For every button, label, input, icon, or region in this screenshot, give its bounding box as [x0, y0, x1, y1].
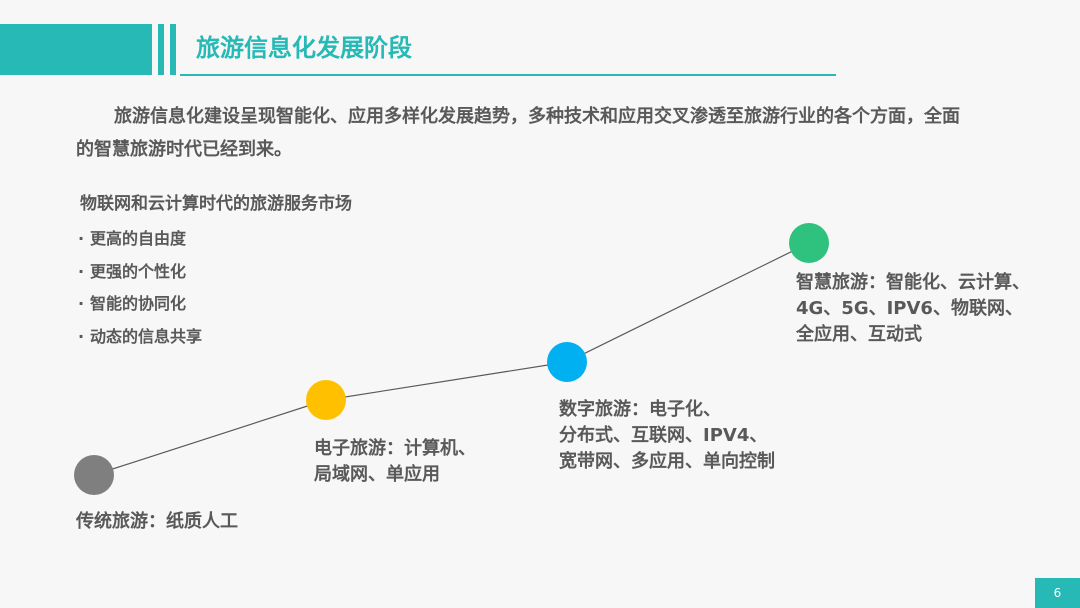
- feature-item: ·动态的信息共享: [78, 324, 202, 357]
- title-accent-bar: [0, 24, 152, 75]
- stage-label-digital: 数字旅游：电子化、 分布式、互联网、IPV4、 宽带网、多应用、单向控制: [559, 397, 775, 475]
- stage-label-line: 传统旅游：纸质人工: [76, 511, 238, 532]
- feature-item: · 更高的自由度: [78, 226, 202, 259]
- feature-list: ·更高的自由度 ·更强的个性化 ·智能的协同化 ·动态的信息共享: [78, 226, 202, 356]
- bullet-dot: ·: [78, 326, 85, 346]
- feature-item: ·更强的个性化: [78, 259, 202, 292]
- stage-label-line: 数字旅游：电子化、: [559, 399, 721, 420]
- feature-item: · 智能的协同化: [78, 291, 202, 324]
- stage-label-line: 智慧旅游：智能化、云计算、: [796, 272, 1030, 293]
- bullet-dot: ·: [78, 261, 85, 281]
- feature-label: 动态的信息共享: [90, 326, 203, 346]
- stage-label-line: 全应用、互动式: [796, 324, 922, 345]
- stage-label-line: 4G、5G、IPV6、物联网、: [796, 298, 1023, 319]
- title-stripe-2: [170, 24, 176, 75]
- feature-label: 更高的自由度: [90, 229, 187, 248]
- stage-label-smart: 智慧旅游：智能化、云计算、 4G、5G、IPV6、物联网、 全应用、互动式: [796, 270, 1030, 348]
- bullet-dot: ·: [78, 229, 85, 248]
- page-title: 旅游信息化发展阶段: [196, 34, 412, 62]
- title-stripe-1: [158, 24, 164, 75]
- bullet-dot: ·: [78, 294, 85, 313]
- feature-label: 智能的协同化: [90, 294, 187, 313]
- features-heading: 物联网和云计算时代的旅游服务市场: [80, 194, 352, 214]
- stage-label-line: 局域网、单应用: [314, 464, 440, 485]
- stage-label-line: 分布式、互联网、IPV4、: [559, 425, 768, 446]
- feature-label: 更强的个性化: [90, 261, 187, 281]
- intro-paragraph: 旅游信息化建设呈现智能化、应用多样化发展趋势，多种技术和应用交叉渗透至旅游行业的…: [76, 106, 960, 160]
- stage-node-digital: [547, 342, 587, 382]
- title-underline: [180, 74, 836, 76]
- stage-node-smart: [789, 223, 829, 263]
- stage-label-electronic: 电子旅游：计算机、 局域网、单应用: [314, 436, 476, 488]
- stage-label-line: 电子旅游：计算机、: [314, 438, 476, 459]
- page-number: 6: [1035, 578, 1080, 608]
- timeline-line: [93, 242, 810, 476]
- stage-label-line: 宽带网、多应用、单向控制: [559, 451, 775, 472]
- stage-label-traditional: 传统旅游：纸质人工: [76, 509, 238, 535]
- stage-node-traditional: [74, 455, 114, 495]
- stage-node-electronic: [306, 380, 346, 420]
